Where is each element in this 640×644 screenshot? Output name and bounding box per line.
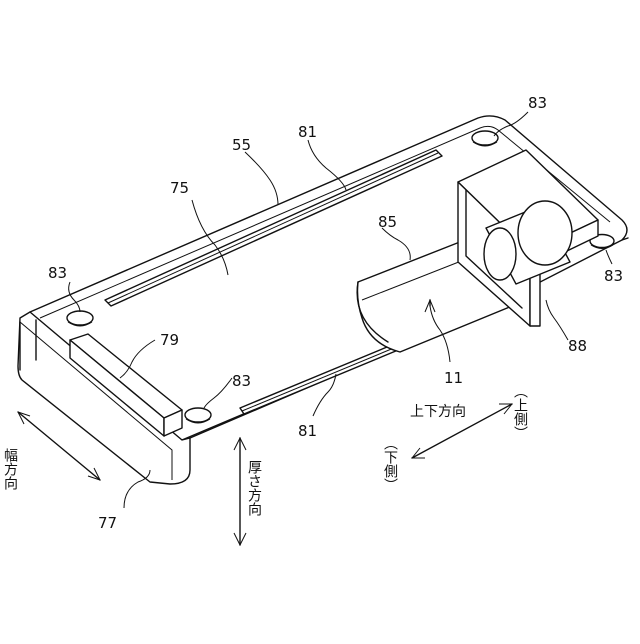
thickness-direction-arrow [234,438,246,545]
label-77: 77 [98,514,117,532]
hole-front-left [185,408,211,423]
width-direction-label: 幅方向 [2,448,18,490]
width-direction-text: 幅方向 [2,448,18,490]
updown-direction-label: 上下方向 [410,404,466,420]
label-83-top-right: 83 [528,94,547,112]
label-11: 11 [444,369,463,387]
label-88: 88 [568,337,587,355]
label-83-front: 83 [232,372,251,390]
upper-side-label: （上側） [512,384,528,440]
thickness-direction-label: 厚さ方向 [246,460,262,516]
hole-back-left [67,311,93,326]
label-55: 55 [232,136,251,154]
label-81-bottom: 81 [298,422,317,440]
label-83-left: 83 [48,264,67,282]
hole-back-right [472,131,498,146]
label-75: 75 [170,179,189,197]
lower-side-label: （下側） [382,436,398,492]
label-83-right: 83 [604,267,623,285]
label-79: 79 [160,331,179,349]
label-81-top: 81 [298,123,317,141]
label-85: 85 [378,213,397,231]
